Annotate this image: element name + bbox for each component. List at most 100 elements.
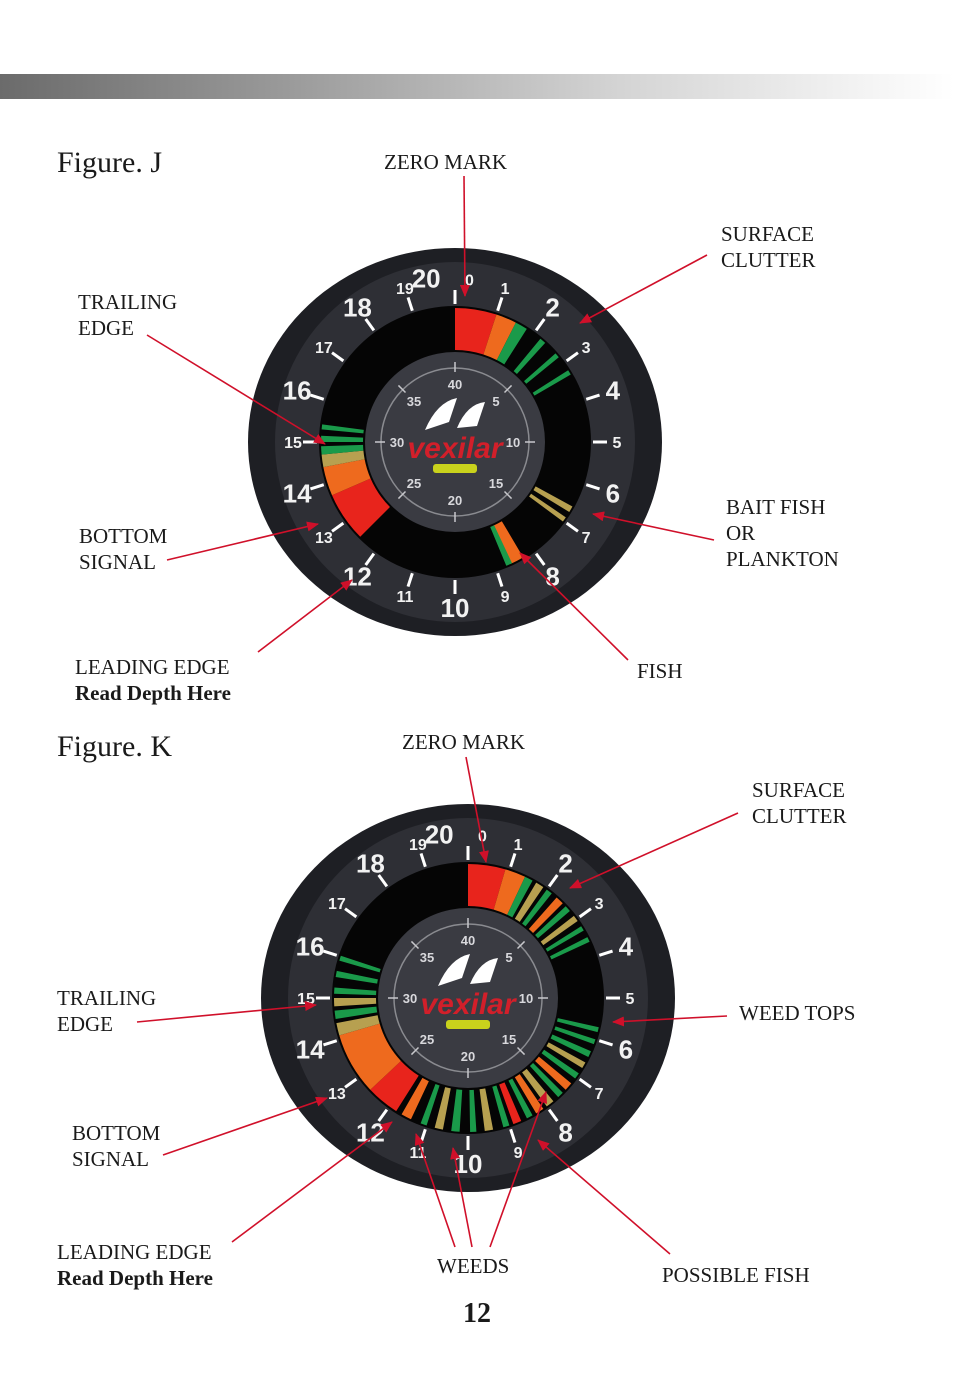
figure-k-sonar-mark (522, 889, 552, 927)
figure-k-sonar-mark (545, 926, 584, 952)
figure-j-bottom-signal-arrow (166, 521, 319, 561)
figure-k-dial-tick (578, 907, 592, 919)
figure-j-sonar-mark (533, 486, 573, 513)
figure-j-zero-mark-label: ZERO MARK (384, 150, 508, 174)
figure-k-zero-mark-arrow (465, 756, 489, 863)
figure-j-dial-tick (364, 318, 376, 332)
figure-k-dial-number: 18 (356, 849, 385, 879)
figure-j-sonar-mark (455, 308, 497, 355)
figure-k-sonar-mark (339, 955, 381, 973)
figure-j-inner-number: 35 (407, 394, 421, 409)
figure-j-bait-fish-arrow (592, 511, 715, 541)
figure-k-weeds-label: WEEDS (437, 1254, 510, 1278)
figure-j-sonar-mark (332, 478, 390, 537)
figure-k-leading-edge-arrow (231, 1121, 393, 1243)
figure-k-logo-text: vexilar (420, 988, 517, 1021)
figure-j-inner-number: 10 (506, 435, 520, 450)
figure-k-weed-tops-arrow (612, 1015, 728, 1027)
figure-j-dial-tick (585, 393, 601, 401)
figure-j-inner-tick (397, 490, 407, 500)
figure-k-dial-tick (578, 1077, 592, 1089)
figure-k-inner-face (378, 908, 558, 1088)
figure-k-possible-fish-label: POSSIBLE FISH (662, 1263, 810, 1287)
figure-j-dial-tick (309, 393, 325, 401)
figure-j-inner-number: 30 (390, 435, 404, 450)
figure-j-dial-tick (565, 521, 579, 533)
figure-j-dial-tick (406, 572, 414, 588)
figure-k-sonar-mark (514, 882, 544, 922)
figure-j-surface-clutter-label: SURFACE CLUTTER (721, 222, 816, 272)
figure-k-surface-clutter-arrow (569, 812, 739, 889)
figure-j-vexilar-logo: vexilar (407, 398, 505, 473)
figure-j-sonar-mark (321, 444, 364, 455)
figure-k-sonar-mark (554, 1026, 596, 1045)
figure-j-leading-edge-arrow (257, 579, 353, 653)
figure-k-sonar-mark (451, 1089, 463, 1132)
figure-k-sonar-mark (336, 1015, 380, 1036)
figure-k-sonar-mark (469, 1089, 477, 1132)
figure-k-sonar-mark (535, 1056, 572, 1090)
figure-j-dial-number: 4 (606, 376, 621, 406)
figure-j-dial-number: 0 (465, 273, 474, 290)
figure-k-sonar-mark (541, 1049, 579, 1079)
figure-j-trailing-edge-label: TRAILING EDGE (78, 290, 178, 340)
figure-k-dial-number: 4 (619, 932, 634, 962)
figure-k-bottom-signal-arrow (162, 1096, 328, 1156)
figure-j-dial-number: 3 (582, 340, 591, 357)
figure-k-weed-tops-label: WEED TOPS (739, 1001, 856, 1025)
figure-k-sonar-mark (556, 1018, 599, 1033)
figure-k-inner-number: 25 (420, 1032, 434, 1047)
figure-k-dial-tick (598, 1039, 614, 1047)
figure-k-dial-number: 14 (296, 1034, 325, 1064)
figure-k-sonar-mark (499, 1082, 522, 1125)
figure-k-sonar-mark (479, 1088, 494, 1131)
figure-k-sonar-mark (335, 970, 378, 984)
figure-j-sonar-mark (323, 459, 371, 496)
figure-k-dial-number: 7 (595, 1086, 604, 1103)
figure-k-inner-number: 5 (505, 950, 512, 965)
figure-j-inner-number: 25 (407, 476, 421, 491)
figure-j-trailing-edge-arrow (146, 334, 326, 445)
figure-j-inner-face (365, 352, 545, 532)
figure-k-dial-tick (377, 874, 389, 888)
figure-k-inner-number: 40 (461, 933, 475, 948)
figure-k-dial-number: 9 (514, 1145, 523, 1162)
figure-k-sonar-mark (370, 1060, 419, 1112)
figure-k-dial-tick (547, 874, 559, 888)
figure-j-dial-tick (534, 318, 546, 332)
figure-k-sonar-mark (507, 876, 533, 918)
figure-k-sonar-mark (334, 1006, 378, 1019)
figure-k-dial-number: 11 (409, 1145, 426, 1162)
figure-j-bait-fish-label: BAIT FISH OR PLANKTON (726, 495, 839, 571)
figure-k-inner-number: 35 (420, 950, 434, 965)
figure-k-possible-fish-arrow (537, 1139, 671, 1255)
figure-k-title: Figure. K (57, 730, 172, 763)
figure-k-dial-number: 13 (328, 1086, 346, 1103)
figure-k-logo-badge (446, 1020, 490, 1029)
figure-k-sonar-mark (540, 915, 578, 946)
figure-k-leading-edge-label: LEADING EDGE Read Depth Here (57, 1240, 213, 1290)
figure-k-sonar-mark (528, 897, 563, 933)
figure-k-dial-number: 17 (328, 896, 346, 913)
figure-j-dial-number: 13 (315, 530, 333, 547)
header-gradient-bar (0, 74, 954, 99)
figure-j-sonar-mark (529, 493, 566, 522)
figure-k-dial-number: 16 (296, 932, 325, 962)
figure-k-sonar-mark (339, 1023, 401, 1090)
figure-j-bottom-signal-label: BOTTOM SIGNAL (79, 524, 168, 574)
figure-k-dial-tick (322, 1039, 338, 1047)
figure-j-dial-number: 15 (284, 435, 302, 452)
figure-k-sonar-mark (420, 1084, 440, 1126)
figure-k-trailing-edge-label: TRAILING EDGE (57, 986, 157, 1036)
figure-j-dial-number: 2 (545, 293, 559, 323)
figure-k-dial-number: 19 (409, 837, 427, 854)
figure-k-dial-tick (377, 1108, 389, 1122)
figure-k-dial-number: 8 (558, 1117, 572, 1147)
figure-j-dial-tick (309, 483, 325, 491)
figure-j-fish-arrow (519, 552, 629, 661)
figure-j-dial-tick (496, 572, 504, 588)
figure-k-dial-number: 12 (356, 1117, 385, 1147)
figure-k-weeds-arrow-2 (450, 1147, 473, 1248)
